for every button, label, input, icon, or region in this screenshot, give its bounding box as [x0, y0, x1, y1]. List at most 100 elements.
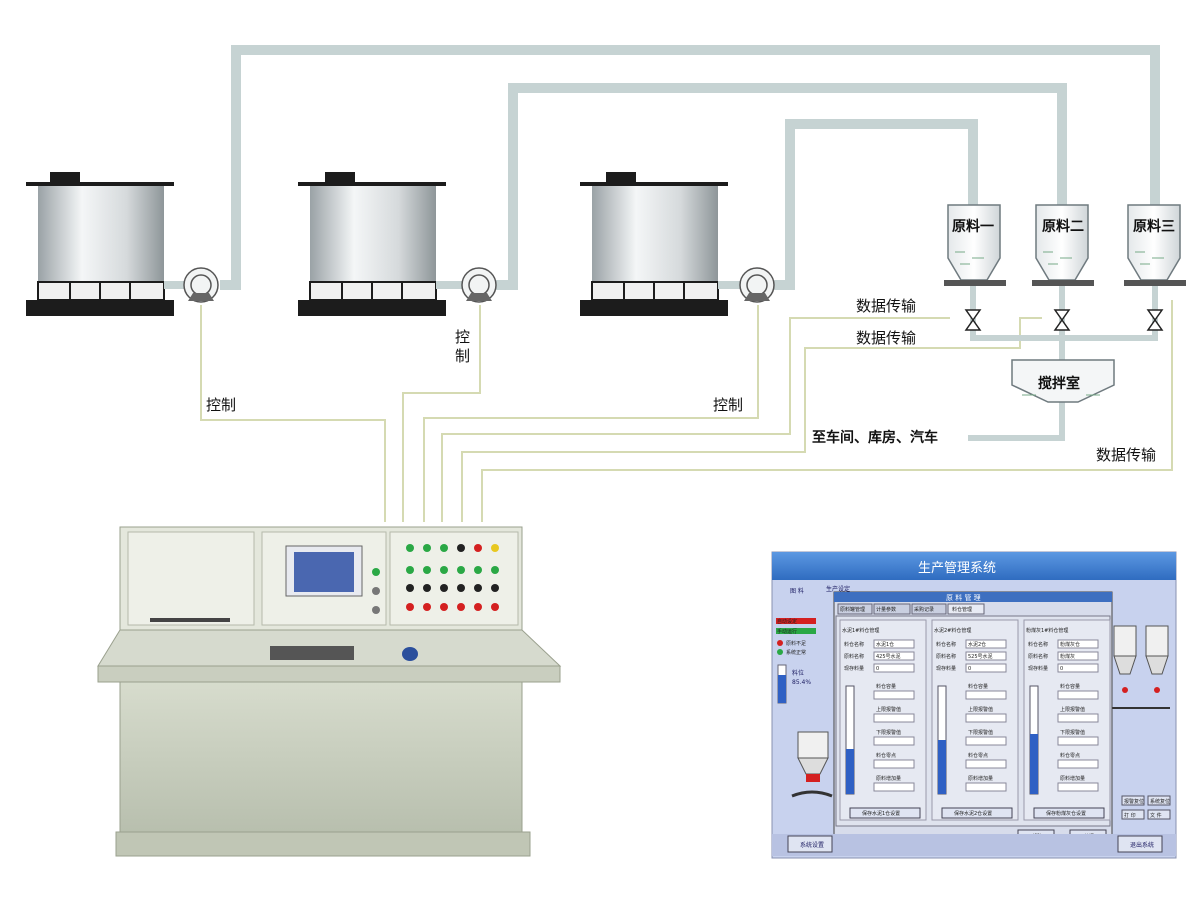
param-input[interactable]	[873, 713, 915, 723]
silo-right	[1112, 625, 1170, 709]
control-console	[97, 526, 562, 857]
param-label: 原料增加量	[968, 775, 993, 782]
group-title: 水泥2#料仓管理	[934, 627, 971, 634]
stock-label: 现存料量	[1028, 665, 1048, 672]
stock-field[interactable]	[965, 663, 1007, 673]
param-label: 料仓零点	[968, 752, 988, 759]
material-label: 原料名称	[1028, 653, 1048, 660]
status-item-1: 自动设定	[777, 618, 797, 625]
save-button-frame[interactable]	[1033, 807, 1105, 819]
level-fill	[938, 740, 946, 794]
mixing-room-label: 搅拌室	[1038, 375, 1080, 392]
stock-label: 现存料量	[936, 665, 956, 672]
param-label: 料仓零点	[1060, 752, 1080, 759]
hopper-3	[1124, 204, 1186, 331]
dialog-title: 原 料 管 理	[946, 593, 981, 602]
mouse	[402, 647, 418, 661]
status-item-2: 手动运行	[777, 628, 797, 635]
param-label: 料仓容量	[876, 683, 896, 690]
exit-system-button[interactable]: 退出系统	[1130, 841, 1154, 849]
tab-2[interactable]: 计量参数	[876, 606, 896, 613]
name-label: 料仓名称	[936, 641, 956, 648]
param-input[interactable]	[1057, 736, 1099, 746]
name-value: 水泥2仓	[968, 641, 986, 648]
param-input[interactable]	[965, 759, 1007, 769]
save-button[interactable]: 保存粉煤灰仓设置	[1046, 810, 1086, 817]
param-input[interactable]	[1057, 713, 1099, 723]
tab-3[interactable]: 采购记录	[914, 606, 934, 613]
stock-value: 0	[876, 666, 879, 672]
tab-1[interactable]: 原料罐管理	[840, 606, 865, 613]
material-field[interactable]	[873, 651, 915, 661]
material-value: 粉煤灰	[1060, 653, 1075, 660]
storage-tank-1	[26, 172, 174, 316]
control-label-right: 控制	[713, 396, 743, 414]
pump-2	[436, 267, 497, 303]
material-value: 525号水泥	[968, 653, 993, 660]
screen-title: 生产管理系统	[918, 561, 996, 576]
name-value: 粉煤灰仓	[1060, 641, 1080, 648]
screen-left-panel-header: 生产设定	[826, 585, 850, 593]
param-input[interactable]	[1057, 690, 1099, 700]
param-input[interactable]	[965, 713, 1007, 723]
name-field[interactable]	[1057, 639, 1099, 649]
side-button-4[interactable]: 文 件	[1150, 812, 1162, 819]
save-button[interactable]: 保存水泥1仓设置	[862, 810, 900, 817]
param-label: 上限报警值	[876, 706, 901, 713]
name-field[interactable]	[965, 639, 1007, 649]
level-fill	[1030, 734, 1038, 794]
name-label: 料仓名称	[844, 641, 864, 648]
param-input[interactable]	[873, 759, 915, 769]
stock-field[interactable]	[873, 663, 915, 673]
save-button[interactable]: 保存水泥2仓设置	[954, 810, 992, 817]
save-button-frame[interactable]	[849, 807, 921, 819]
level-fill	[846, 749, 854, 794]
system-settings-button[interactable]: 系统设置	[800, 841, 824, 849]
material-3-label: 原料三	[1133, 218, 1175, 235]
storage-tank-3	[580, 172, 728, 316]
param-input[interactable]	[965, 736, 1007, 746]
material-field[interactable]	[1057, 651, 1099, 661]
side-button-1[interactable]: 报警复位	[1124, 798, 1144, 805]
stock-field[interactable]	[1057, 663, 1099, 673]
mixing-room	[1011, 359, 1115, 403]
param-input[interactable]	[1057, 759, 1099, 769]
data-transfer-label-2: 数据传输	[856, 329, 916, 347]
material-1-label: 原料一	[952, 218, 994, 235]
param-input[interactable]	[1057, 782, 1099, 792]
console-monitor	[294, 552, 354, 592]
level-label: 料位	[792, 669, 804, 677]
control-label-mid-top: 控	[455, 328, 470, 346]
tab-4[interactable]: 料仓管理	[952, 606, 972, 613]
side-button-3[interactable]: 打 印	[1124, 812, 1136, 819]
material-field[interactable]	[965, 651, 1007, 661]
stock-value: 0	[1060, 666, 1063, 672]
param-input[interactable]	[873, 782, 915, 792]
param-input[interactable]	[873, 736, 915, 746]
side-button-2[interactable]: 系统复位	[1150, 798, 1170, 805]
data-transfer-label-3: 数据传输	[1096, 446, 1156, 464]
param-label: 下限报警值	[968, 729, 993, 736]
material-pipes	[220, 45, 1160, 441]
storage-tank-2	[298, 172, 446, 316]
param-input[interactable]	[965, 690, 1007, 700]
material-label: 原料名称	[844, 653, 864, 660]
material-value: 425号水泥	[876, 653, 901, 660]
pump-1	[164, 267, 219, 303]
destination-label: 至车间、库房、汽车	[812, 429, 938, 446]
status-item-4: 系统正常	[786, 649, 806, 656]
side-level-fill	[778, 675, 786, 703]
hopper-1	[944, 204, 1006, 331]
param-input[interactable]	[873, 690, 915, 700]
group-title: 水泥1#料仓管理	[842, 627, 879, 634]
name-value: 水泥1仓	[876, 641, 894, 648]
control-label-mid-bottom: 制	[455, 347, 470, 365]
param-input[interactable]	[965, 782, 1007, 792]
name-field[interactable]	[873, 639, 915, 649]
stock-label: 现存料量	[844, 665, 864, 672]
group-title: 粉煤灰1#料仓管理	[1026, 627, 1068, 634]
save-button-frame[interactable]	[941, 807, 1013, 819]
